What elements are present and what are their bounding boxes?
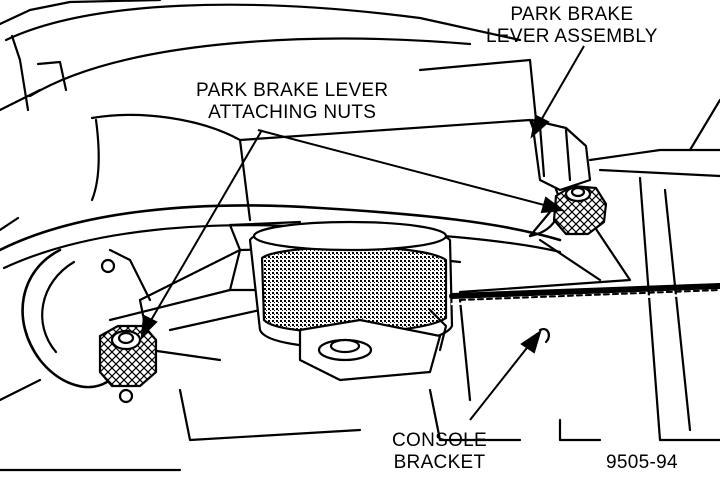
label-lever-assembly-line2: LEVER ASSEMBLY xyxy=(486,26,658,47)
leader-nut-left xyxy=(140,129,263,339)
brake-cable xyxy=(449,283,720,306)
left-attaching-nut xyxy=(98,324,158,404)
leader-nut-right xyxy=(257,129,565,214)
lever-pivot-drum xyxy=(248,220,454,352)
console-housing xyxy=(0,0,720,472)
figure-number: 9505-94 xyxy=(606,452,678,473)
label-attaching-nuts-line2: ATTACHING NUTS xyxy=(208,102,377,123)
label-park-brake-lever-attaching-nuts: PARK BRAKE LEVER ATTACHING NUTS xyxy=(196,80,388,124)
bracket-hole xyxy=(100,258,116,274)
console-bracket-hook xyxy=(538,328,550,344)
label-attaching-nuts-line1: PARK BRAKE LEVER xyxy=(196,80,389,101)
floor-arc xyxy=(21,248,112,389)
right-attaching-nut xyxy=(552,184,608,236)
park-brake-lever xyxy=(530,118,592,192)
label-lever-assembly-line1: PARK BRAKE xyxy=(510,4,634,25)
label-console-bracket-line1: CONSOLE xyxy=(392,430,488,451)
leader-lever-assembly xyxy=(530,45,585,139)
label-console-bracket-line2: BRACKET xyxy=(393,452,486,473)
leader-console-bracket xyxy=(469,329,542,421)
label-park-brake-lever-assembly: PARK BRAKE LEVER ASSEMBLY xyxy=(486,4,658,48)
pivot-hub xyxy=(298,318,442,382)
label-console-bracket: CONSOLE BRACKET xyxy=(392,430,487,474)
